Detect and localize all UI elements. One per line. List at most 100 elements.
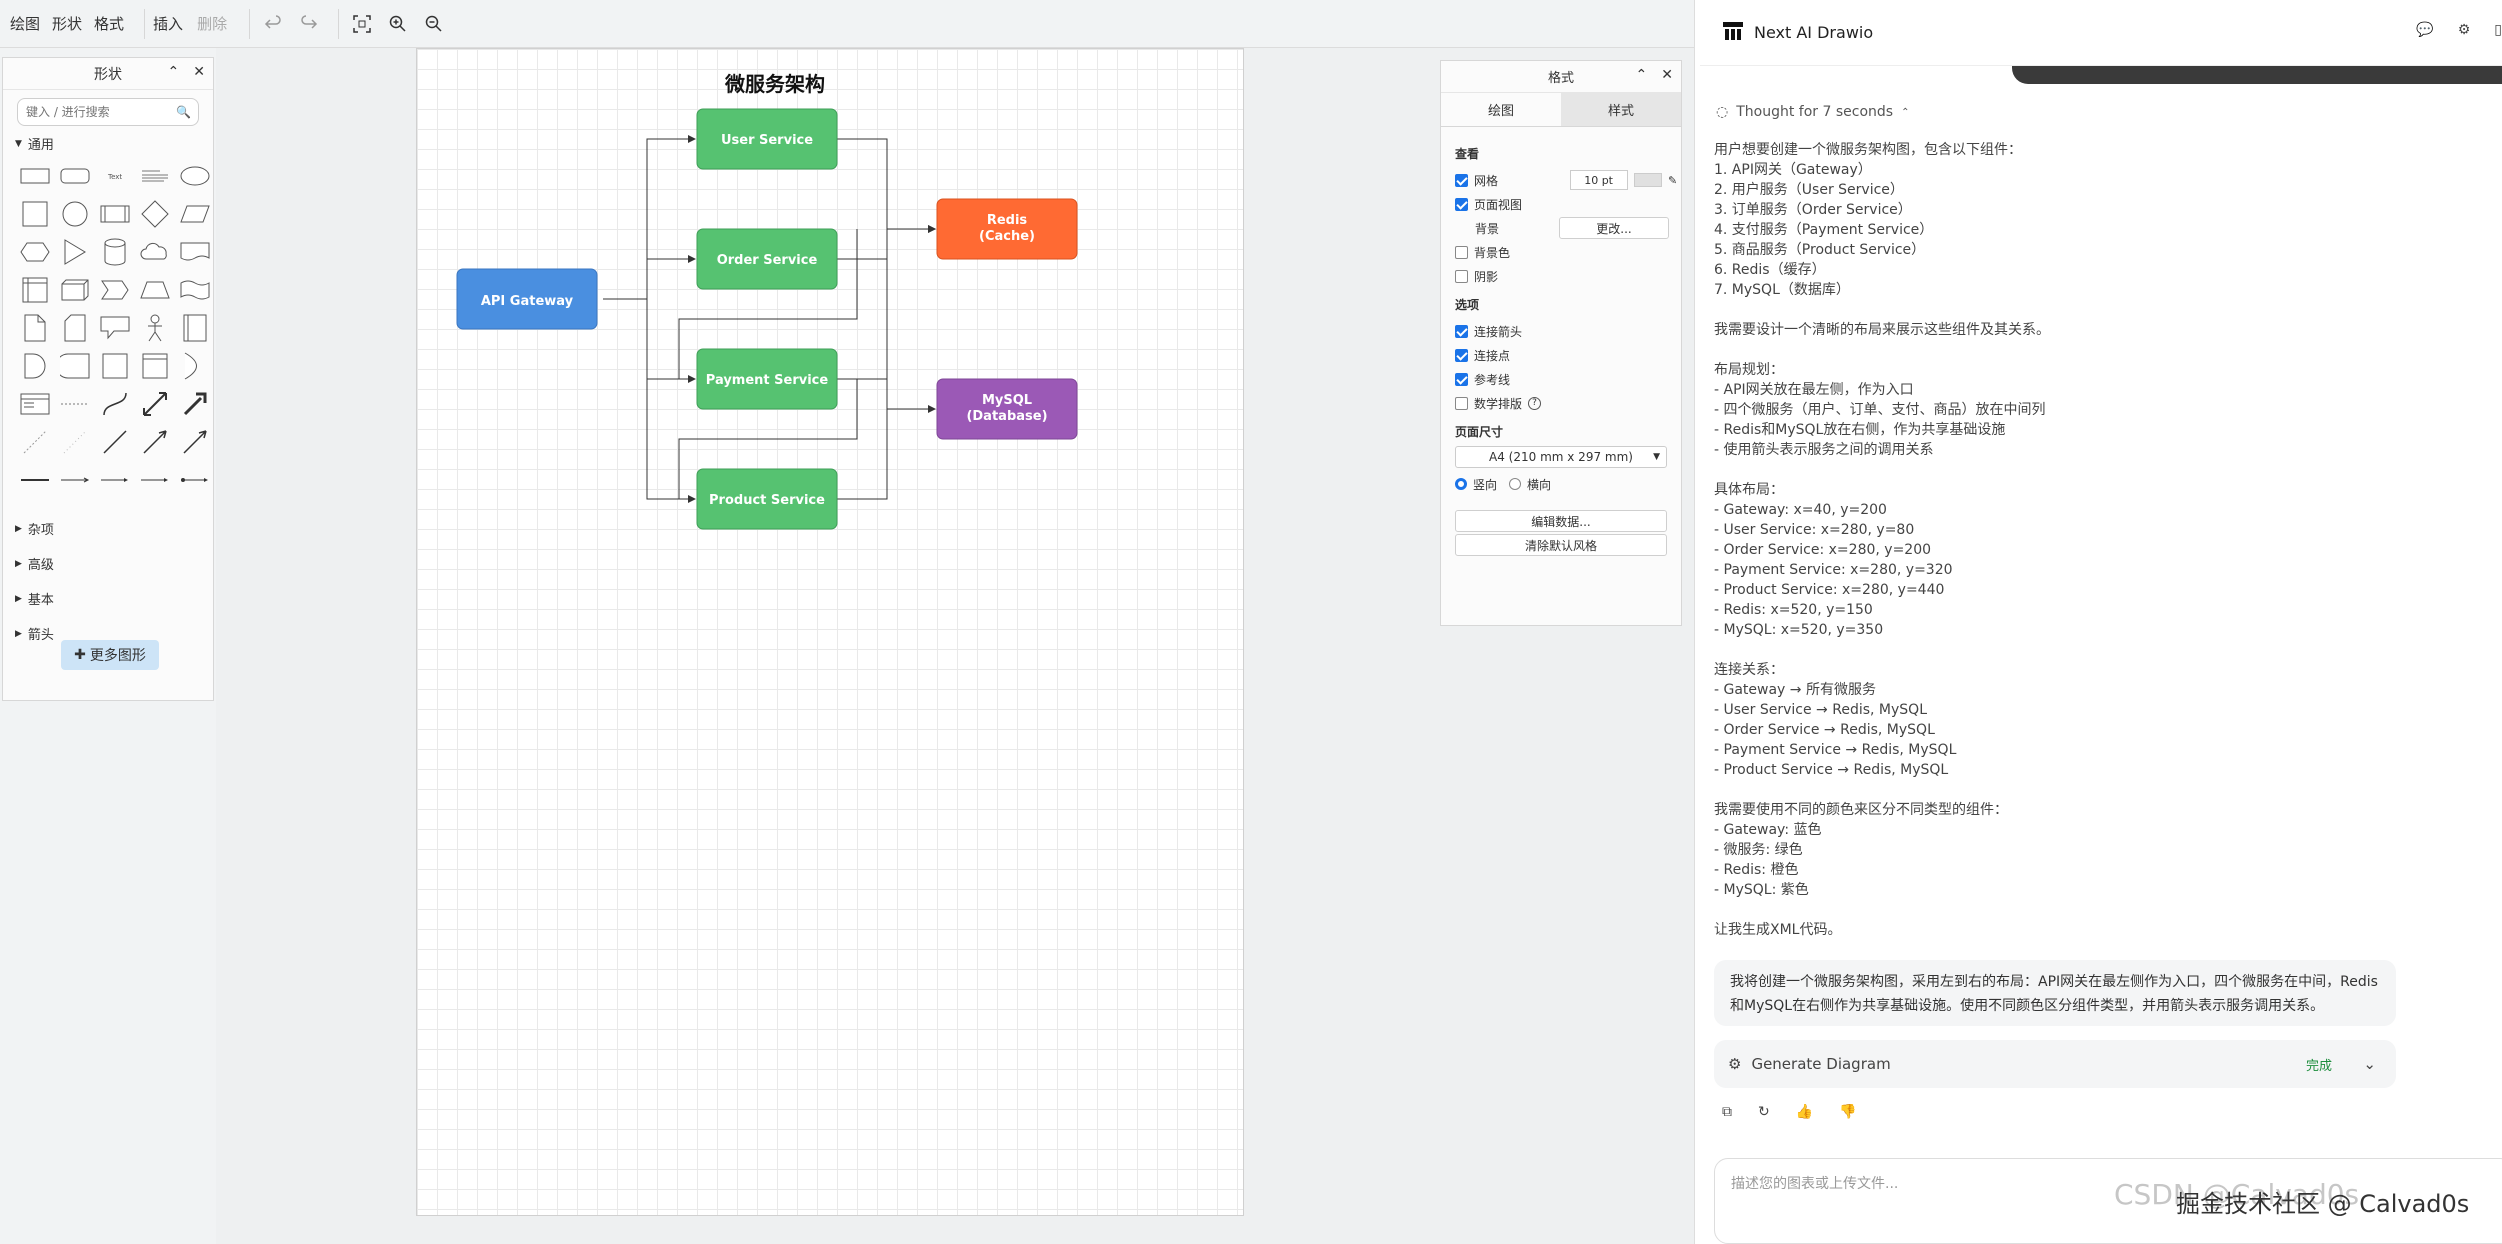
clear-style-button[interactable]: 清除默认风格	[1455, 534, 1667, 556]
tool-call-card[interactable]: ⚙ Generate Diagram 完成 ⌄	[1714, 1040, 2396, 1088]
shape-arrow-block[interactable]	[177, 387, 213, 421]
section-advanced[interactable]: ▶高级	[15, 554, 213, 573]
edge-product-redis[interactable]	[678, 379, 858, 500]
insert-button[interactable]: 插入	[153, 15, 184, 33]
section-basic[interactable]: ▶基本	[15, 589, 213, 608]
shape-callout[interactable]	[97, 311, 133, 345]
connection-points-checkbox[interactable]	[1455, 348, 1468, 362]
page-size-select[interactable]: A4 (210 mm x 297 mm) ▼	[1455, 446, 1667, 468]
shape-cloud[interactable]	[137, 235, 173, 269]
shape-text[interactable]: Text	[97, 159, 133, 193]
panel-splitter[interactable]	[1694, 0, 1700, 1244]
shape-textbox[interactable]	[137, 159, 173, 193]
shape-arrow-line-2[interactable]	[177, 425, 213, 459]
shape-square[interactable]	[17, 197, 53, 231]
menu-draw[interactable]: 绘图	[10, 15, 41, 33]
math-checkbox[interactable]	[1455, 396, 1468, 410]
edge-gateway-payment[interactable]	[603, 298, 696, 383]
diagram-title[interactable]: 微服务架构	[724, 72, 825, 96]
shape-ellipse[interactable]	[177, 159, 213, 193]
shape-curve[interactable]	[97, 387, 133, 421]
edge-user-mysql[interactable]	[835, 138, 936, 413]
shape-line-dotted[interactable]	[57, 425, 93, 459]
thumbs-down-icon[interactable]: 👎	[1839, 1104, 1857, 1120]
shape-note[interactable]	[17, 311, 53, 345]
section-misc[interactable]: ▶杂项	[15, 519, 213, 538]
collapse-icon[interactable]: ⌃	[167, 64, 180, 80]
edge-payment-mysql[interactable]	[835, 378, 888, 409]
thumbs-up-icon[interactable]: 👍	[1795, 1104, 1814, 1120]
shape-trapezoid[interactable]	[137, 273, 173, 307]
shape-list[interactable]	[17, 387, 53, 421]
gear-icon[interactable]: ⚙	[2457, 22, 2471, 38]
portrait-radio[interactable]	[1455, 478, 1467, 490]
guides-checkbox[interactable]	[1455, 372, 1468, 386]
delete-button[interactable]: 删除	[197, 15, 228, 33]
undo-icon[interactable]	[258, 9, 288, 39]
menu-format[interactable]: 格式	[94, 15, 125, 33]
grid-size-input[interactable]: 10 pt	[1570, 170, 1628, 190]
shape-step[interactable]	[97, 273, 133, 307]
tab-diagram[interactable]: 绘图	[1441, 93, 1561, 126]
shadow-checkbox[interactable]	[1455, 269, 1468, 283]
shape-connector-1[interactable]	[17, 463, 53, 497]
copy-icon[interactable]: ⧉	[1722, 1104, 1732, 1120]
node-user-service[interactable]: User Service	[696, 108, 838, 170]
edge-payment-redis[interactable]	[678, 229, 858, 380]
shape-line-dashed[interactable]	[17, 425, 53, 459]
shape-parallelogram[interactable]	[177, 197, 213, 231]
close-icon[interactable]: ✕	[193, 64, 205, 80]
shape-rect-square[interactable]	[97, 349, 133, 383]
shape-cylinder[interactable]	[97, 235, 133, 269]
fit-icon[interactable]	[347, 9, 377, 39]
collapse-icon[interactable]: ⌃	[1635, 67, 1648, 83]
shape-arrow-line[interactable]	[137, 425, 173, 459]
edit-data-button[interactable]: 编辑数据...	[1455, 510, 1667, 532]
bg-color-checkbox[interactable]	[1455, 245, 1468, 259]
node-mysql[interactable]: MySQL(Database)	[936, 378, 1078, 440]
shape-connector-2[interactable]	[57, 463, 93, 497]
message-icon[interactable]: 💬	[2416, 22, 2434, 38]
edge-gateway-product[interactable]	[603, 298, 696, 503]
chevron-down-icon[interactable]: ⌄	[2363, 1055, 2376, 1073]
menu-shapes[interactable]: 形状	[52, 15, 83, 33]
diagram-page[interactable]: 微服务架构 API Gateway User Service Order Ser…	[416, 48, 1244, 1216]
shape-dashed-line[interactable]	[57, 387, 93, 421]
shape-connector-5[interactable]	[177, 463, 213, 497]
page-view-checkbox[interactable]	[1455, 197, 1468, 211]
landscape-radio[interactable]	[1509, 478, 1522, 490]
node-payment-service[interactable]: Payment Service	[696, 348, 838, 410]
shape-display[interactable]	[57, 349, 93, 383]
shape-connector-4[interactable]	[137, 463, 173, 497]
shape-bidirectional-arrow[interactable]	[137, 387, 173, 421]
shape-tape[interactable]	[177, 273, 213, 307]
shape-actor[interactable]	[137, 311, 173, 345]
close-icon[interactable]: ✕	[1661, 67, 1673, 83]
edge-gateway-user[interactable]	[603, 135, 696, 300]
pencil-icon[interactable]: ✎	[1668, 173, 1678, 187]
shape-delay[interactable]	[17, 349, 53, 383]
panel-toggle-icon[interactable]: ▯	[2494, 22, 2502, 38]
node-product-service[interactable]: Product Service	[696, 468, 838, 530]
shape-card[interactable]	[57, 311, 93, 345]
regenerate-icon[interactable]: ↻	[1758, 1104, 1770, 1120]
node-gateway[interactable]: API Gateway	[456, 268, 598, 330]
shape-diamond[interactable]	[137, 197, 173, 231]
shape-or[interactable]	[177, 349, 213, 383]
section-arrows[interactable]: ▶箭头	[15, 624, 213, 643]
shape-container[interactable]	[137, 349, 173, 383]
edge-product-mysql[interactable]	[835, 409, 888, 500]
grid-color-swatch[interactable]	[1634, 173, 1662, 187]
help-icon[interactable]: ?	[1528, 396, 1542, 410]
shape-rectangle[interactable]	[17, 159, 53, 193]
shape-line[interactable]	[97, 425, 133, 459]
grid-checkbox[interactable]	[1455, 173, 1468, 187]
edge-order-mysql[interactable]	[835, 258, 935, 410]
shape-swimlane-v[interactable]	[177, 311, 213, 345]
shape-internal-storage[interactable]	[17, 273, 53, 307]
node-redis[interactable]: Redis(Cache)	[936, 198, 1078, 260]
edge-order-redis[interactable]	[835, 225, 936, 260]
shape-cube[interactable]	[57, 273, 93, 307]
change-background-button[interactable]: 更改...	[1559, 217, 1669, 239]
edge-gateway-order[interactable]	[603, 255, 696, 300]
